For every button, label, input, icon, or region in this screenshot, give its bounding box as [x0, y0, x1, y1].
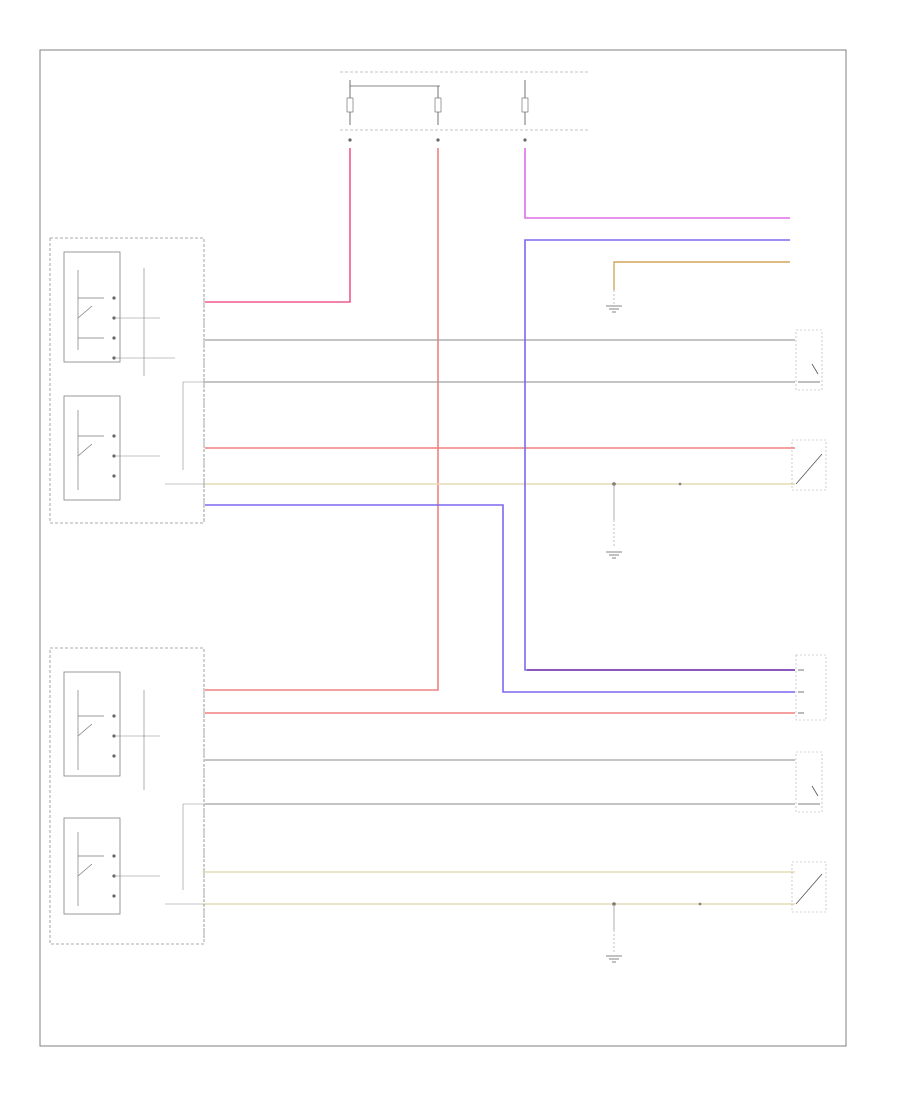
diagram-frame: [39, 49, 847, 1047]
wire-blue-violet-trunk: [524, 239, 795, 671]
driver-heater-controller: [63, 395, 160, 501]
lower-temp-sensor: [791, 861, 827, 913]
ground-splice-lower: [606, 902, 622, 963]
wire-orange-sensor: [613, 261, 790, 290]
wire-feed-red-passenger: [205, 148, 439, 691]
ground-sensor: [606, 290, 622, 313]
fuse-2: [434, 86, 442, 125]
fuse-block: [340, 71, 590, 142]
fuse-3: [521, 80, 529, 125]
wire-driver-blue: [205, 504, 795, 693]
driver-seat-module: [49, 237, 205, 524]
splice-dots: [678, 482, 702, 906]
upper-temp-sensor: [791, 439, 827, 491]
driver-heater-switch: [63, 251, 121, 363]
passenger-heater-controller: [63, 817, 160, 915]
ground-splice-upper: [606, 482, 622, 559]
upper-heater-element: [795, 329, 823, 391]
passenger-seat-module: [49, 647, 205, 945]
wire-feed-red-driver: [205, 148, 351, 303]
connector-block: [795, 654, 827, 721]
fuse-1: [346, 80, 354, 125]
wire-feed-violet: [524, 148, 790, 219]
fuse-output-pins: [348, 138, 527, 142]
passenger-heater-switch: [63, 671, 121, 777]
lower-heater-element: [795, 751, 823, 813]
